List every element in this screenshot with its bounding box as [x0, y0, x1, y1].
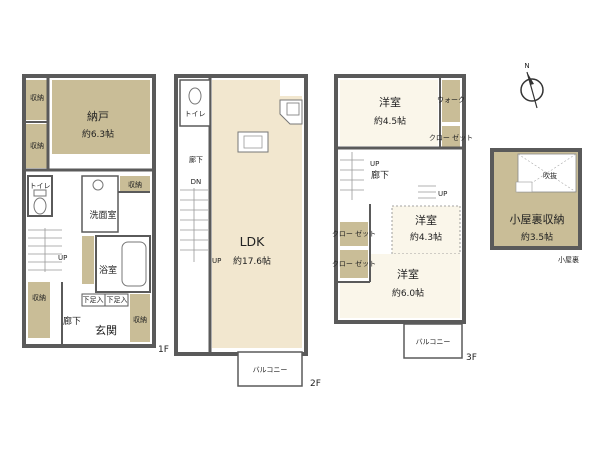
f1-entrance	[84, 310, 126, 342]
sink-icon	[243, 135, 263, 149]
f1-storage-name: 納戸	[87, 110, 109, 123]
attic-storage-name: 小屋裏収納	[510, 212, 565, 226]
attic-void-label: 吹抜	[543, 171, 557, 180]
toilet-icon	[188, 87, 202, 105]
toilet-icon	[33, 197, 47, 215]
f3-balcony-label: バルコニー	[416, 338, 451, 346]
f3-walk-closet	[442, 80, 460, 122]
floor-2f: トイレ 廊下 DN UP LDK 約17.6帖 バルコニー 2F	[174, 74, 321, 389]
f2-balcony-label: バルコニー	[253, 366, 288, 374]
f3-floor-label: 3F	[466, 353, 477, 363]
f3-hall-label: 廊下	[371, 169, 389, 181]
f1-shoe2-label: 下足入	[107, 296, 128, 304]
f1-closet-small-label: 収納	[128, 180, 142, 189]
compass: N	[520, 62, 544, 109]
f1-floor-label: 1F	[158, 345, 169, 355]
f3-stair-up2-label: UP	[438, 190, 447, 198]
f3-closet-left2-label: クロー ゼット	[332, 259, 376, 268]
attic-floor-label: 小屋裏	[558, 255, 579, 264]
f3-western3-name: 洋室	[397, 267, 419, 281]
f3-balcony	[403, 323, 463, 359]
f1-closet-low-left	[28, 282, 50, 338]
f2-floor-label: 2F	[310, 379, 321, 389]
f3-closet-right	[442, 126, 460, 148]
f3-stair-up-label: UP	[370, 160, 379, 168]
f3-closet-left1	[340, 222, 368, 246]
f3-western2-size: 約4.3帖	[410, 231, 442, 243]
f3-stairs	[340, 152, 364, 200]
f2-stair-dn-label: DN	[191, 178, 202, 186]
f2-toilet-label: トイレ	[185, 110, 206, 118]
f3-closet-left2	[340, 250, 368, 278]
f3-western2-floor	[391, 205, 461, 255]
f3-walk-closet-label: ウォーク	[437, 96, 465, 104]
f1-toilet-label: トイレ	[30, 182, 51, 190]
f1-shoe1-label: 下足入	[83, 296, 104, 304]
f2-ldk-name: LDK	[240, 234, 266, 249]
compass-north-label: N	[524, 62, 529, 70]
f1-closet-low-right	[130, 294, 150, 342]
f2-stairs	[180, 188, 208, 262]
f1-stairs	[28, 228, 62, 272]
f3-western1-floor	[340, 80, 438, 146]
f3-western2-name: 洋室	[415, 213, 437, 227]
f1-closet-mid	[26, 124, 48, 168]
f1-storage-room	[52, 80, 150, 154]
bathtub-icon	[121, 241, 147, 287]
washbasin-icon	[92, 179, 104, 191]
f1-closet-top-label: 収納	[30, 93, 44, 102]
f3-western1-name: 洋室	[379, 95, 401, 109]
f1-closet-top	[26, 80, 48, 120]
f2-ldk-floor	[212, 80, 302, 348]
f1-closet-low-right-label: 収納	[133, 315, 147, 324]
f3-western3-size: 約6.0帖	[392, 287, 424, 299]
floor-3f: 洋室 約4.5帖 ウォーク クロー ゼット UP 廊下 UP 洋室 約4.3帖 …	[332, 74, 477, 363]
f1-closet-low-left-label: 収納	[32, 293, 46, 302]
f3-closet-left1-label: クロー ゼット	[332, 229, 376, 238]
f2-ldk-size: 約17.6帖	[233, 255, 271, 267]
f1-entrance-label: 玄関	[95, 323, 117, 337]
f1-washroom-label: 洗面室	[89, 209, 116, 221]
f1-hall-label: 廊下	[63, 315, 81, 327]
f1-closet-small	[120, 176, 150, 192]
f3-western1-size: 約4.5帖	[374, 115, 406, 127]
floor-attic: 吹抜 小屋裏収納 約3.5帖 小屋裏	[490, 148, 582, 264]
stove-icon	[286, 102, 300, 116]
f2-stair-up-label: UP	[212, 257, 221, 265]
f1-stair-up-label: UP	[58, 254, 67, 262]
f1-storage-size: 約6.3帖	[82, 128, 114, 140]
f1-bath-label: 浴室	[99, 264, 117, 276]
f2-balcony	[237, 351, 303, 387]
f1-closet-mid-label: 収納	[30, 141, 44, 150]
f3-attic-ladder	[418, 185, 436, 199]
f2-hall-label: 廊下	[189, 155, 203, 164]
floor-1f: 収納 収納 納戸 約6.3帖 トイレ 収納 洗面室 浴室 UP 収納 収納 下足…	[22, 74, 169, 355]
attic-storage-size: 約3.5帖	[521, 231, 553, 243]
f3-closet-right-label: クロー ゼット	[429, 133, 473, 142]
